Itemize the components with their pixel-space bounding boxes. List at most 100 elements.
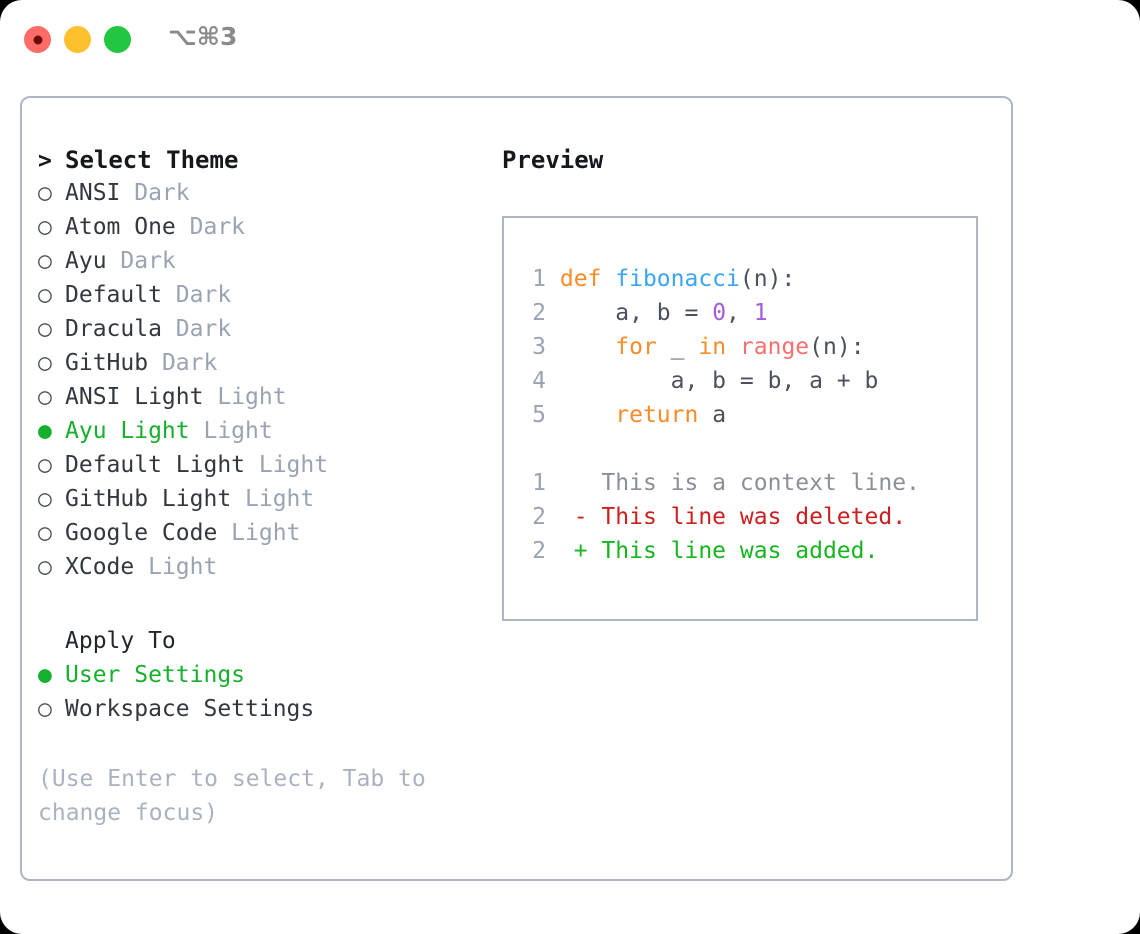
radio-unselected-icon[interactable]: ○: [38, 554, 52, 580]
line-number: 2: [532, 538, 546, 564]
radio-unselected-icon[interactable]: ○: [38, 282, 52, 308]
theme-list-item[interactable]: ○Atom One Dark: [38, 214, 488, 248]
radio-unselected-icon[interactable]: ○: [38, 316, 52, 342]
apply-to-option[interactable]: ○ Workspace Settings: [38, 696, 488, 730]
diff-line: 2 - This line was deleted.: [520, 500, 920, 534]
radio-unselected-icon[interactable]: ○: [38, 384, 52, 410]
code-token: _: [656, 334, 699, 360]
maximize-button[interactable]: [104, 26, 131, 53]
code-token: [560, 402, 615, 428]
code-token: [726, 334, 740, 360]
diff-sign: -: [573, 504, 588, 530]
diff-text: This line was added.: [587, 538, 879, 564]
line-number: 2: [532, 300, 546, 326]
hint-spacer: [38, 730, 488, 762]
theme-variant-badge: Light: [189, 418, 273, 444]
theme-variant-badge: Light: [231, 486, 315, 512]
code-token: return: [615, 402, 699, 428]
theme-list-item[interactable]: ○ Dracula Dark: [38, 316, 488, 350]
code-line: 1 def fibonacci(n):: [520, 262, 920, 296]
diff-line: 2 + This line was added.: [520, 534, 920, 568]
apply-to-label: User Settings: [65, 662, 246, 688]
theme-name-label: Ayu: [65, 248, 107, 274]
radio-unselected-icon[interactable]: ○: [38, 486, 52, 512]
theme-variant-badge: Dark: [161, 316, 232, 342]
theme-list-item[interactable]: ○ GitHub Light Light: [38, 486, 488, 520]
theme-list-item[interactable]: ○GitHub Dark: [38, 350, 488, 384]
theme-name-label: XCode: [65, 554, 135, 580]
line-number: 4: [532, 368, 546, 394]
theme-list-item[interactable]: ○ANSI Dark: [38, 180, 488, 214]
theme-list-item[interactable]: ○ ANSI Light Light: [38, 384, 488, 418]
radio-unselected-icon[interactable]: ○: [38, 214, 52, 240]
apply-to-marker-spacer: [38, 628, 65, 654]
radio-unselected-icon[interactable]: ○: [38, 696, 52, 722]
code-token: [560, 334, 615, 360]
code-line: 5 return a: [520, 398, 920, 432]
preview-title: Preview: [502, 146, 604, 174]
code-token: def: [559, 266, 616, 292]
theme-variant-badge: Light: [134, 554, 218, 580]
code-token: ,: [726, 300, 754, 326]
radio-unselected-icon[interactable]: ○: [38, 452, 52, 478]
code-token: fibonacci: [615, 266, 740, 292]
apply-to-title: Apply To: [65, 628, 176, 654]
radio-unselected-icon[interactable]: ○: [38, 350, 52, 376]
theme-list-item[interactable]: ○ Default Light Light: [38, 452, 488, 486]
section-spacer: [38, 588, 488, 628]
close-button[interactable]: [24, 26, 51, 53]
theme-variant-badge: Light: [245, 452, 329, 478]
apply-to-list: ● User Settings ○ Workspace Settings: [38, 662, 488, 730]
theme-name-label: Default Light: [65, 452, 246, 478]
code-token: 0: [712, 300, 727, 326]
code-token: a: [698, 402, 727, 428]
preview-panel: Preview 1 def fibonacci(n):2 a, b = 0, 1…: [502, 146, 1002, 621]
line-number: 1: [532, 470, 546, 496]
theme-name-label: Ayu Light: [65, 418, 190, 444]
radio-selected-icon[interactable]: ●: [38, 662, 52, 688]
radio-selected-icon[interactable]: ●: [38, 418, 52, 444]
apply-to-label: Workspace Settings: [65, 696, 315, 722]
keyboard-shortcut-label: ⌥⌘3: [168, 22, 238, 51]
theme-picker-header: > Select Theme: [38, 146, 488, 180]
apply-to-option[interactable]: ● User Settings: [38, 662, 488, 696]
diff-sign: +: [573, 538, 588, 564]
theme-picker-panel: >Select Theme ○ANSI Dark○Atom One Dark○A…: [38, 146, 488, 830]
code-token: 1: [753, 300, 768, 326]
settings-card: >Select Theme ○ANSI Dark○Atom One Dark○A…: [20, 96, 1013, 881]
theme-list-item[interactable]: ○Google Code Light: [38, 520, 488, 554]
record-indicator-icon: [33, 35, 42, 44]
theme-list-item[interactable]: ○ Default Dark: [38, 282, 488, 316]
theme-name-label: ANSI: [65, 180, 121, 206]
theme-list-item[interactable]: ● Ayu Light Light: [38, 418, 488, 452]
diff-line: 1 This is a context line.: [520, 466, 920, 500]
radio-unselected-icon[interactable]: ○: [38, 248, 52, 274]
theme-variant-badge: Light: [203, 384, 287, 410]
code-line: 2 a, b = 0, 1: [520, 296, 920, 330]
theme-variant-badge: Dark: [161, 282, 232, 308]
title-bar: ⌥⌘3: [0, 0, 1140, 78]
radio-unselected-icon[interactable]: ○: [38, 180, 52, 206]
theme-name-label: Default: [65, 282, 162, 308]
theme-list-item[interactable]: ○ Ayu Dark: [38, 248, 488, 282]
theme-name-label: GitHub Light: [65, 486, 232, 512]
code-token: (n):: [739, 266, 796, 292]
code-token: in: [698, 334, 727, 360]
code-blank-line: [520, 432, 920, 466]
minimize-button[interactable]: [64, 26, 91, 53]
code-line: 3 for _ in range(n):: [520, 330, 920, 364]
prompt-caret-icon: >: [38, 148, 52, 174]
theme-name-label: ANSI Light: [65, 384, 204, 410]
theme-list-item[interactable]: ○ XCode Light: [38, 554, 488, 588]
page-title: Select Theme: [65, 146, 239, 174]
code-token: range: [739, 334, 810, 360]
theme-name-label: Google Code: [65, 520, 218, 546]
apply-to-header: Apply To: [38, 628, 488, 662]
keyboard-hint-text: (Use Enter to select, Tab to change focu…: [38, 766, 440, 826]
theme-variant-badge: Dark: [106, 248, 176, 274]
line-number: 5: [532, 402, 546, 428]
line-number: 1: [532, 266, 546, 292]
radio-unselected-icon[interactable]: ○: [38, 520, 52, 546]
theme-name-label: Dracula: [65, 316, 162, 342]
